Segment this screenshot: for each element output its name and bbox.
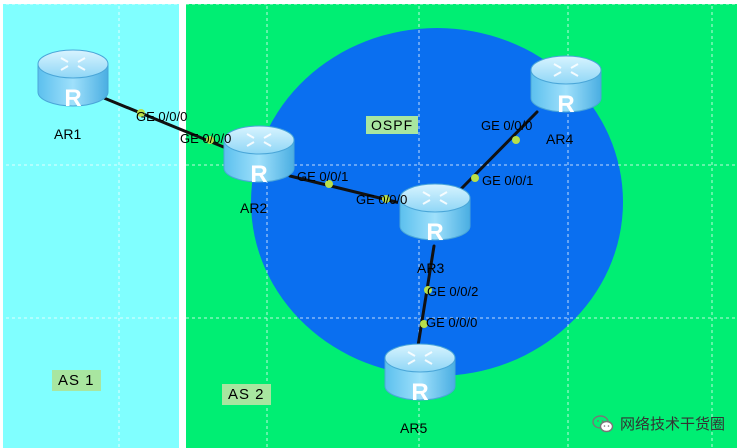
port-dot-ar5-ge000 xyxy=(420,320,428,328)
link-ar3-ar5 xyxy=(416,244,436,348)
router-ar5-label: AR5 xyxy=(400,420,428,436)
port-dot-ar2-ge001 xyxy=(325,180,333,188)
if-ar3-ge000: GE 0/0/0 xyxy=(356,192,408,207)
port-dot-ar3-ge000 xyxy=(382,195,390,203)
if-ar5-ge000: GE 0/0/0 xyxy=(426,315,478,330)
if-ar2-ge000: GE 0/0/0 xyxy=(180,131,232,146)
router-ar5-glyph: R xyxy=(411,379,428,406)
watermark: 网络技术干货圈 xyxy=(592,413,725,434)
port-dot-ar2-ge000 xyxy=(206,136,214,144)
port-dot-ar1-ge000 xyxy=(137,109,145,117)
as1-label: AS 1 xyxy=(52,370,101,391)
if-ar3-ge002: GE 0/0/2 xyxy=(427,284,479,299)
if-ar2-ge001: GE 0/0/1 xyxy=(297,169,349,184)
router-ar2-glyph: R xyxy=(250,161,267,188)
router-ar4-label: AR4 xyxy=(546,131,574,147)
if-ar3-ge001: GE 0/0/1 xyxy=(482,173,534,188)
ospf-label: OSPF xyxy=(366,116,419,134)
router-ar4-glyph: R xyxy=(557,91,574,118)
link-ar2-ar3 xyxy=(288,174,398,204)
as2-label: AS 2 xyxy=(222,384,271,405)
router-ar3-glyph: R xyxy=(426,219,443,246)
if-ar4-ge000: GE 0/0/0 xyxy=(481,118,533,133)
router-ar1-glyph: R xyxy=(64,85,81,112)
router-ar1-label: AR1 xyxy=(54,126,82,142)
router-ar3-label: AR3 xyxy=(417,260,445,276)
link-ar1-ar2 xyxy=(102,96,228,150)
watermark-text: 网络技术干货圈 xyxy=(619,416,725,433)
port-dot-ar4-ge000 xyxy=(512,136,520,144)
port-dot-ar3-ge002 xyxy=(424,286,432,294)
router-ar2-label: AR2 xyxy=(240,200,268,216)
port-dot-ar3-ge001 xyxy=(471,174,479,182)
if-ar1-ge000: GE 0/0/0 xyxy=(136,109,188,124)
wechat-icon xyxy=(592,414,614,432)
